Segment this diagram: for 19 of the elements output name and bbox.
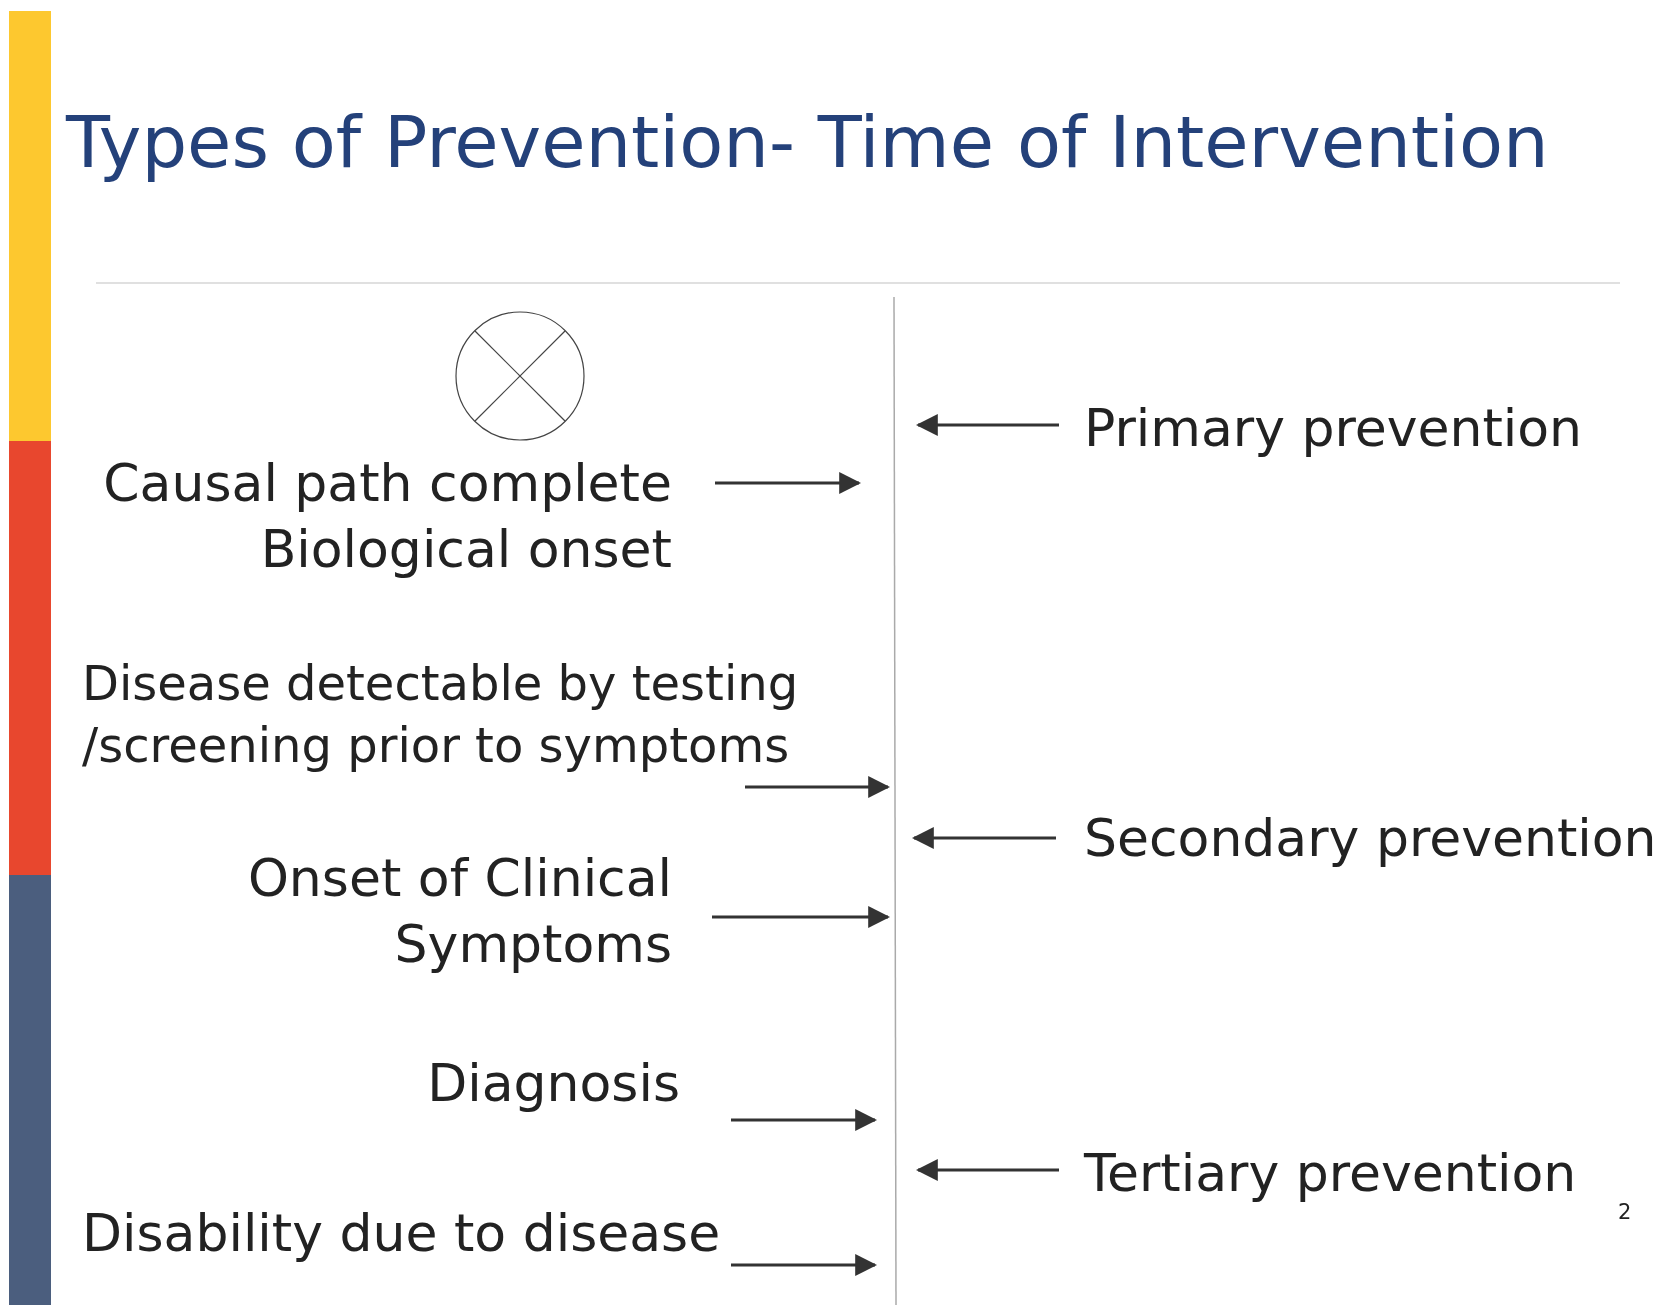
- stage-label: Disease detectable by testing /screening prior to symptoms: [82, 654, 800, 775]
- arrow: [731, 1254, 878, 1276]
- stage-label: Disability due to disease: [82, 1202, 722, 1265]
- arrow: [745, 776, 891, 798]
- stage-label: Causal path complete: [102, 452, 672, 515]
- arrow: [911, 827, 1056, 849]
- page-number: 2: [1618, 1200, 1632, 1224]
- stage-label: Biological onset: [259, 518, 672, 581]
- arrow: [915, 414, 1059, 436]
- prevention-label: Tertiary prevention: [1084, 1142, 1578, 1205]
- slide-title: Types of Prevention- Time of Intervention: [66, 100, 1549, 184]
- arrow: [712, 906, 891, 928]
- arrow: [715, 472, 862, 494]
- prevention-label: Secondary prevention: [1084, 807, 1658, 870]
- prevention-label: Primary prevention: [1084, 397, 1584, 460]
- stage-label: Diagnosis: [426, 1052, 680, 1115]
- arrow: [915, 1159, 1059, 1181]
- arrow: [731, 1109, 878, 1131]
- stage-label: Onset of Clinical Symptoms: [246, 847, 672, 976]
